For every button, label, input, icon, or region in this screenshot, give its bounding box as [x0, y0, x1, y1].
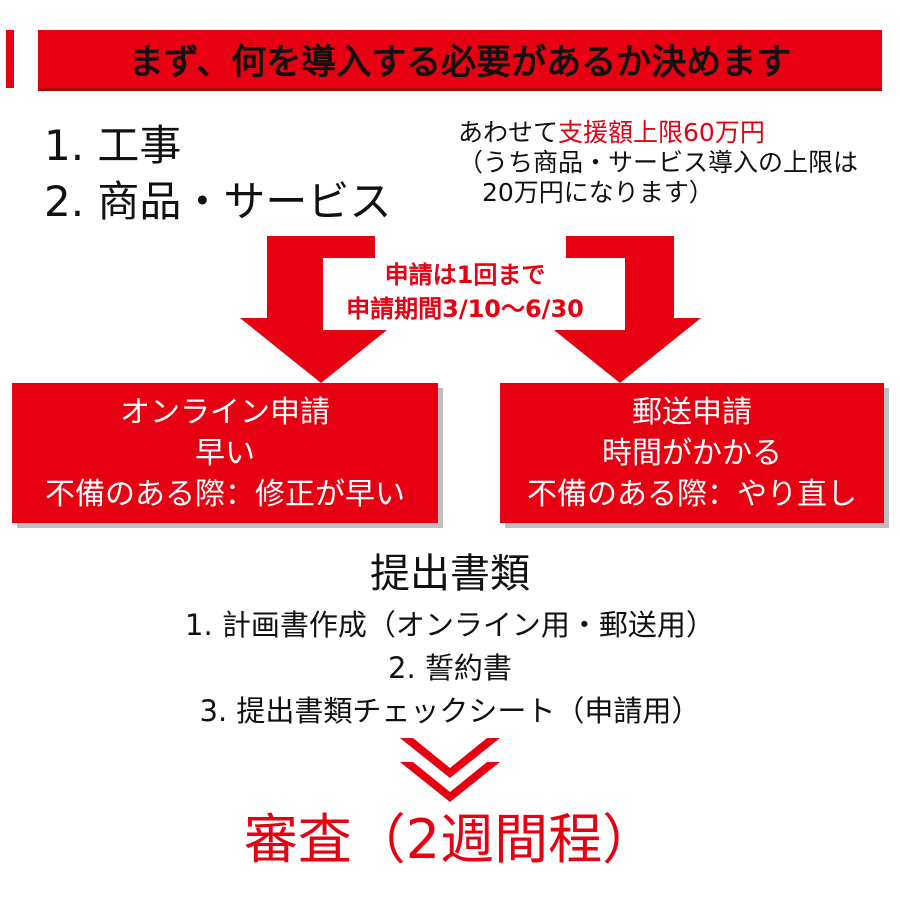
- budget-limit-highlight: 支援額上限60万円: [558, 118, 765, 147]
- header-banner: まず、何を導入する必要があるか決めます: [38, 30, 882, 91]
- mail-speed: 時間がかかる: [602, 435, 782, 471]
- category-list: 1. 工事 2. 商品・サービス: [44, 118, 391, 230]
- budget-line-2: （うち商品・サービス導入の上限は: [458, 148, 859, 177]
- page-title: まず、何を導入する必要があるか決めます: [128, 42, 792, 83]
- budget-line-3: 20万円になります）: [482, 178, 714, 207]
- header-accent-stripe: [6, 30, 14, 88]
- online-title: オンライン申請: [120, 394, 330, 430]
- review-label: 審査（2週間程）: [243, 808, 657, 871]
- application-limit-text: 申請は1回まで: [384, 261, 546, 289]
- online-application-box: オンライン申請 早い 不備のある際：修正が早い: [12, 383, 438, 523]
- application-note: 申請は1回まで 申請期間3/10～6/30: [300, 258, 630, 326]
- mail-title: 郵送申請: [632, 394, 752, 430]
- document-item-pledge: 2. 誓約書: [388, 651, 512, 685]
- online-defect-note: 不備のある際：修正が早い: [45, 476, 405, 512]
- documents-title: 提出書類: [370, 551, 530, 597]
- budget-note: あわせて支援額上限60万円 （うち商品・サービス導入の上限は 20万円になります…: [458, 118, 858, 208]
- application-period-text: 申請期間3/10～6/30: [346, 295, 584, 323]
- documents-list: 1. 計画書作成（オンライン用・郵送用） 2. 誓約書 3. 提出書類チェックシ…: [0, 604, 900, 733]
- budget-line-1: あわせて支援額上限60万円: [458, 118, 858, 148]
- budget-prefix: あわせて: [458, 118, 559, 147]
- mail-defect-note: 不備のある際：やり直し: [527, 476, 857, 512]
- mail-application-box: 郵送申請 時間がかかる 不備のある際：やり直し: [500, 383, 884, 523]
- document-item-checksheet: 3. 提出書類チェックシート（申請用）: [199, 694, 701, 728]
- category-item-construction: 1. 工事: [44, 121, 182, 170]
- category-item-products-services: 2. 商品・サービス: [44, 177, 392, 226]
- double-chevron-down-icon: [400, 738, 500, 802]
- online-speed: 早い: [195, 435, 255, 471]
- document-item-plan: 1. 計画書作成（オンライン用・郵送用）: [185, 608, 715, 642]
